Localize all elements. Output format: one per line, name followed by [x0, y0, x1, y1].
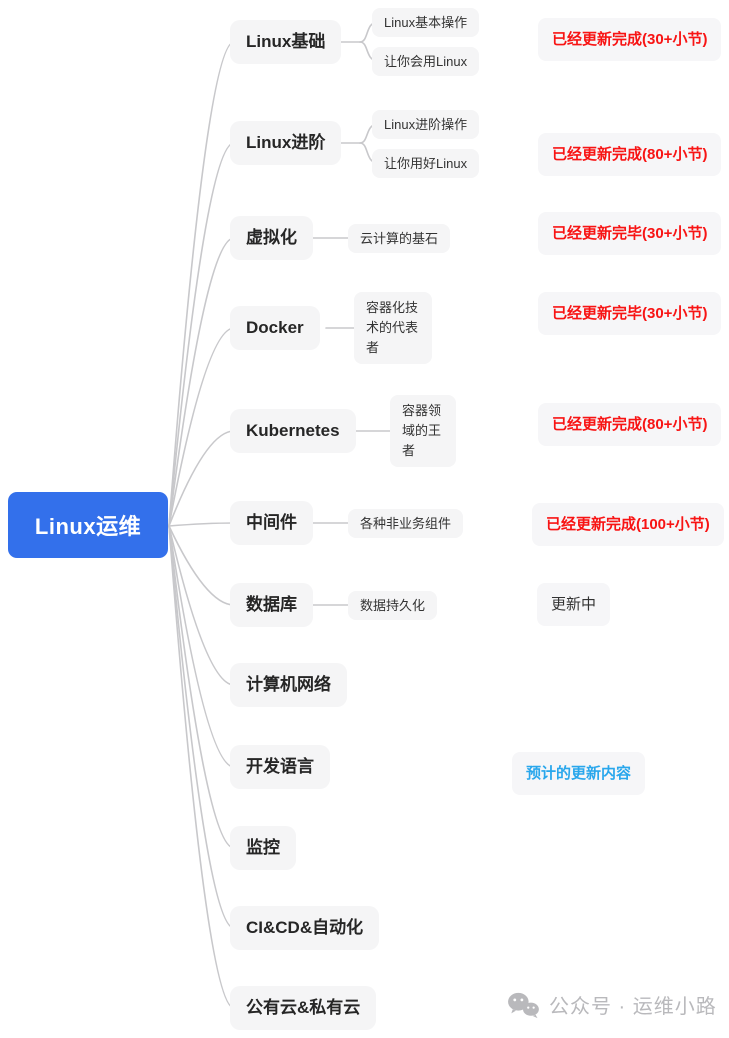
branch-middleware: 中间件 [230, 501, 313, 545]
child-master-linux: 让你用好Linux [372, 149, 480, 178]
root-node-linux-ops: Linux运维 [8, 492, 168, 558]
branch-computer-network: 计算机网络 [230, 663, 347, 707]
branch-dev-language: 开发语言 [230, 745, 330, 789]
child-cloud-cornerstone: 云计算的基石 [348, 224, 451, 253]
branch-virtualization: 虚拟化 [230, 216, 313, 260]
status-planned-content: 预计的更新内容 [512, 752, 646, 795]
branch-monitoring: 监控 [230, 826, 296, 870]
status-docker: 已经更新完毕(30+小节) [538, 292, 722, 335]
status-database: 更新中 [537, 583, 611, 626]
child-data-persistence: 数据持久化 [348, 591, 438, 620]
status-kubernetes: 已经更新完成(80+小节) [538, 403, 722, 446]
child-use-linux: 让你会用Linux [372, 47, 480, 76]
status-virtualization: 已经更新完毕(30+小节) [538, 212, 722, 255]
branch-linux-advanced: Linux进阶 [230, 121, 342, 165]
watermark: 公众号 · 运维小路 [506, 990, 717, 1019]
child-linux-basic-ops: Linux基本操作 [372, 8, 480, 37]
status-middleware: 已经更新完成(100+小节) [532, 503, 724, 546]
branch-kubernetes: Kubernetes [230, 409, 356, 453]
watermark-text: 公众号 · 运维小路 [549, 996, 717, 1018]
child-container-king: 容器领域的王者 [390, 395, 456, 467]
child-linux-advanced-ops: Linux进阶操作 [372, 110, 480, 139]
branch-cicd-automation: CI&CD&自动化 [230, 906, 380, 950]
branch-database: 数据库 [230, 583, 313, 627]
status-linux-advanced: 已经更新完成(80+小节) [538, 133, 722, 176]
branch-public-private-cloud: 公有云&私有云 [230, 986, 377, 1030]
status-linux-basics: 已经更新完成(30+小节) [538, 18, 722, 61]
branch-linux-basics: Linux基础 [230, 20, 342, 64]
wechat-icon [506, 991, 540, 1019]
branch-docker: Docker [230, 306, 320, 350]
child-non-business-components: 各种非业务组件 [348, 509, 464, 538]
child-container-tech-representative: 容器化技术的代表者 [354, 292, 432, 364]
